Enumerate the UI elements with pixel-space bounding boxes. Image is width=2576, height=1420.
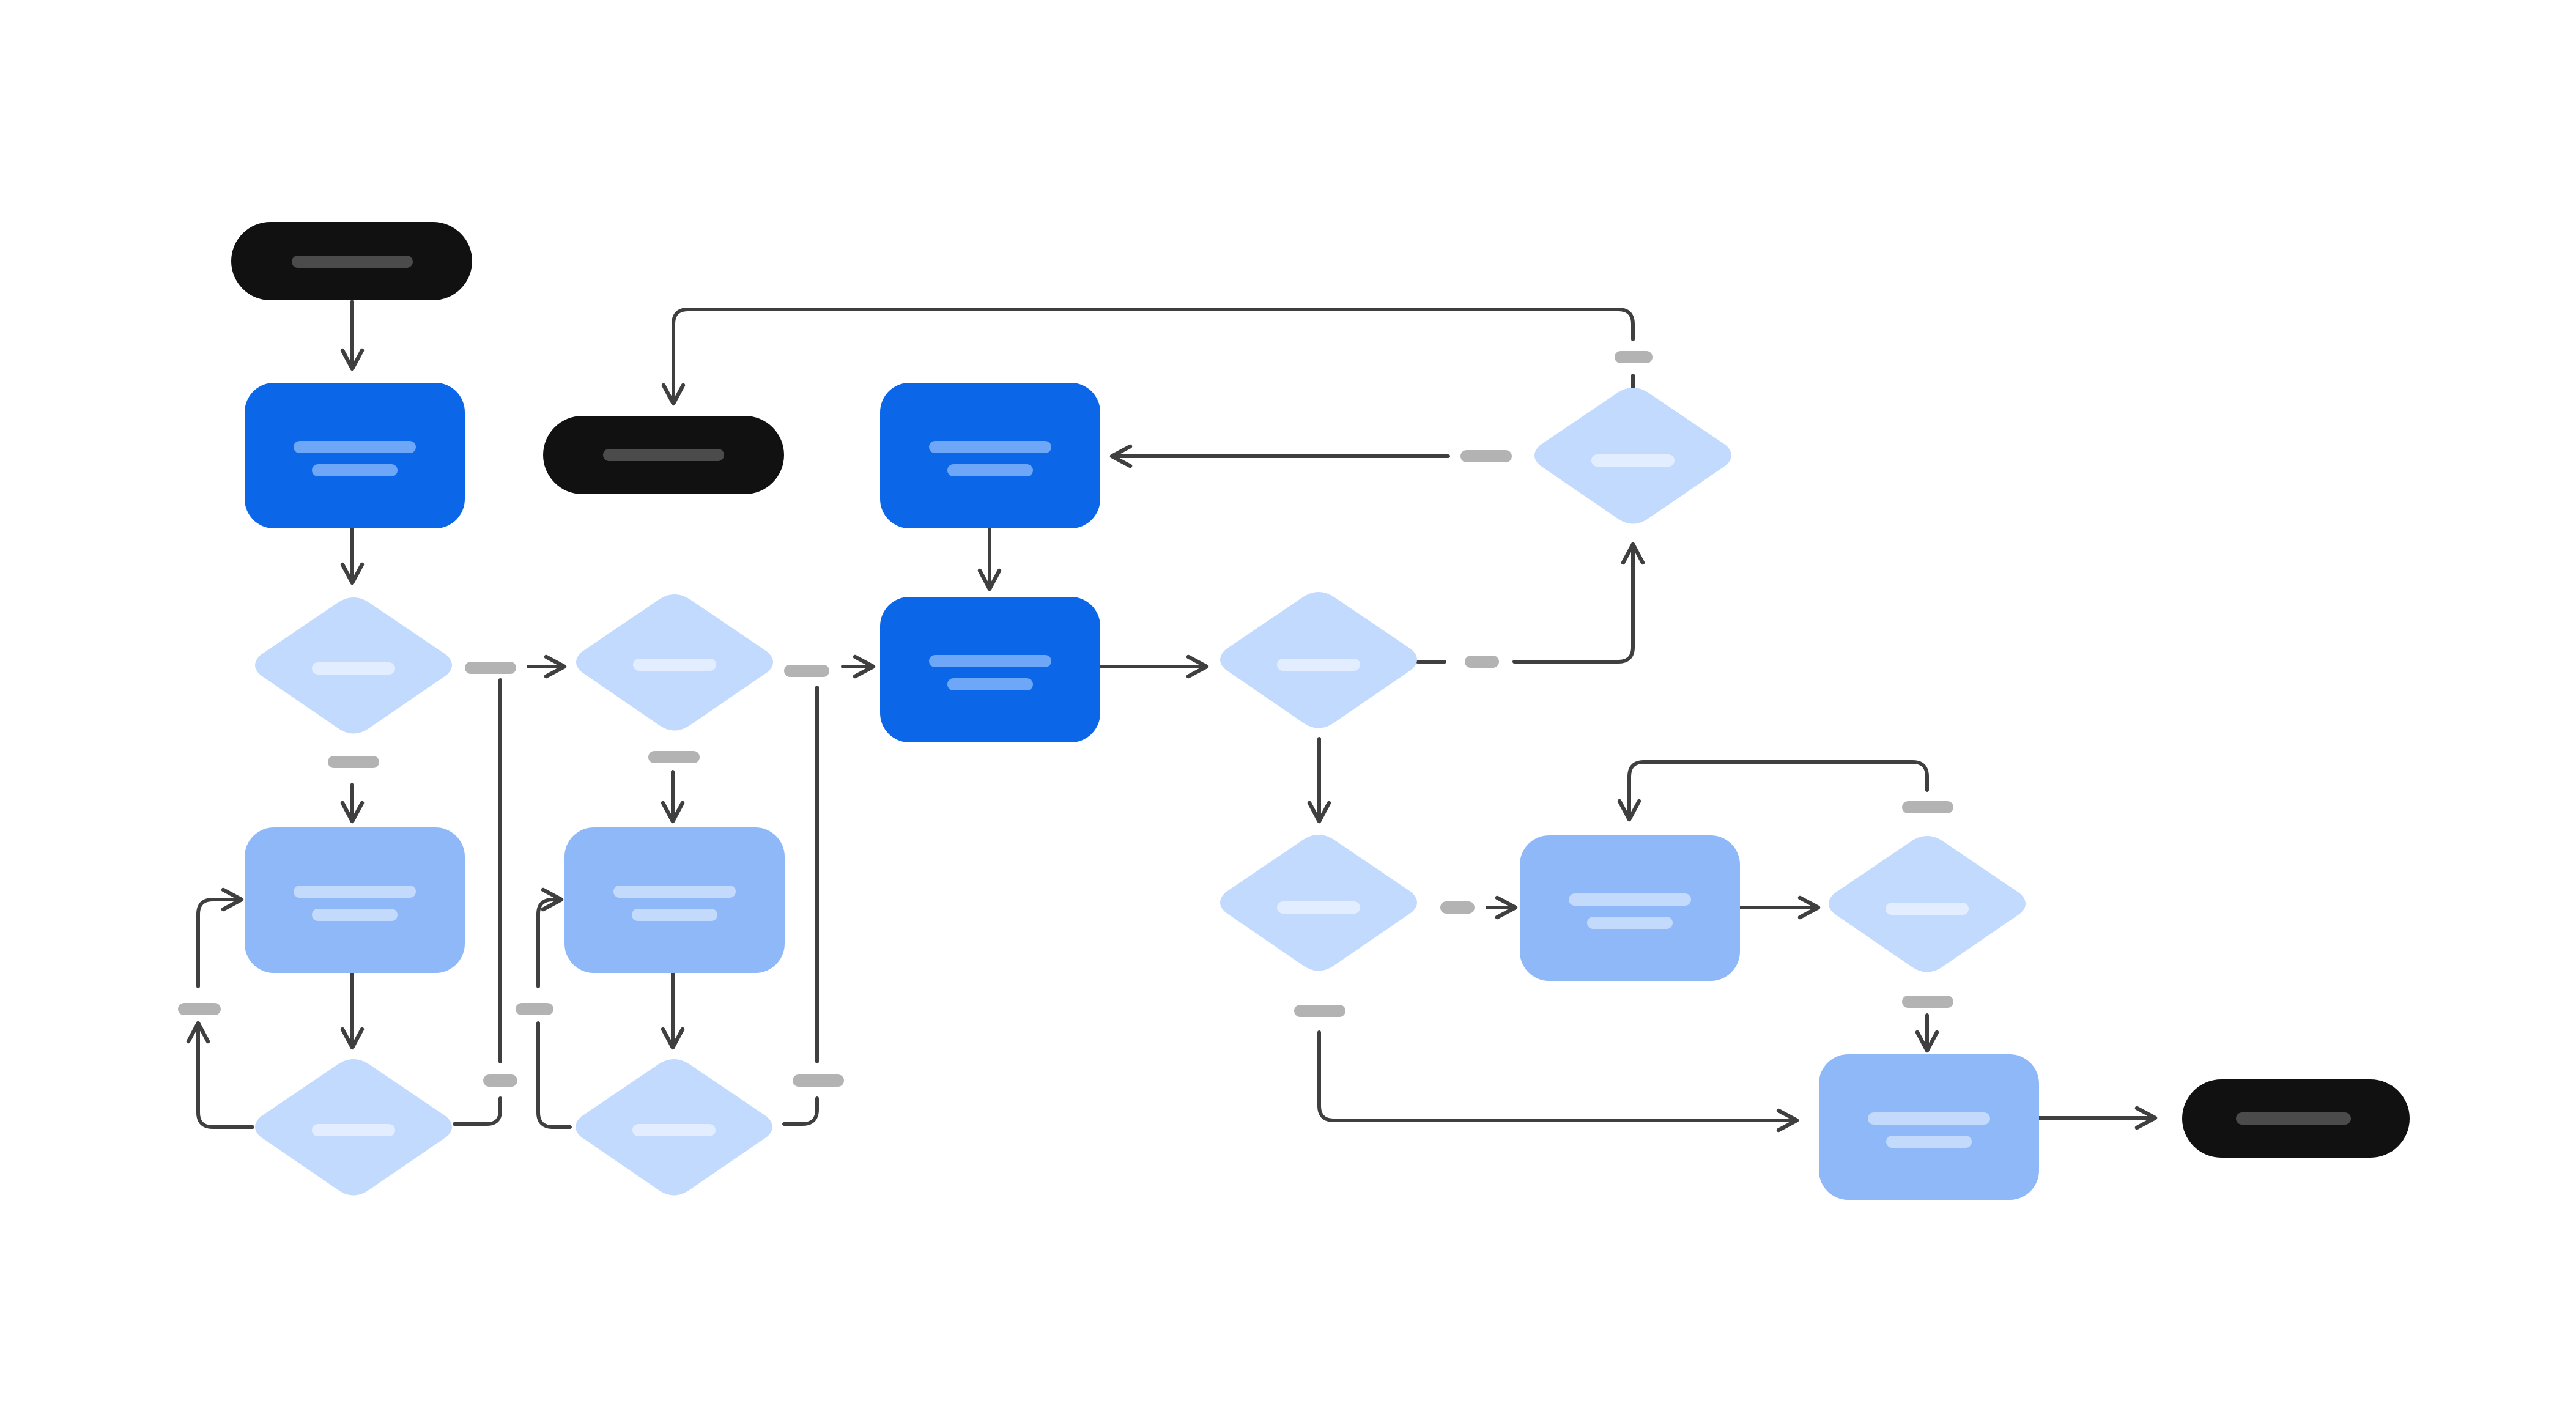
decision-text-placeholder	[632, 1124, 716, 1136]
process-text-placeholder	[613, 886, 736, 898]
connector-label	[483, 1074, 517, 1087]
decision-layer	[255, 388, 2026, 1196]
end-terminal-loop[interactable]	[543, 416, 784, 494]
decision-node[interactable]	[1220, 592, 1417, 728]
end-terminal-final[interactable]	[2182, 1079, 2410, 1158]
process-text-placeholder	[294, 441, 416, 453]
process-layer	[245, 383, 2039, 1200]
connector-label	[793, 1074, 844, 1087]
decision-node[interactable]	[1220, 835, 1417, 971]
process-step-secondary[interactable]	[1819, 1054, 2039, 1200]
connector-label	[516, 1003, 553, 1015]
connector-label	[465, 662, 516, 674]
connector-label	[1615, 351, 1653, 363]
terminal-text-placeholder	[603, 449, 724, 461]
process-text-placeholder	[1587, 917, 1673, 929]
connector-label	[328, 756, 379, 768]
process-text-placeholder	[929, 655, 1051, 667]
connector-label	[1294, 1005, 1345, 1017]
process-text-placeholder	[294, 886, 416, 898]
connector	[536, 1021, 572, 1129]
decision-text-placeholder	[1277, 659, 1360, 671]
connector	[661, 308, 1635, 406]
process-text-placeholder	[1868, 1112, 1990, 1125]
process-text-placeholder	[312, 464, 398, 476]
decision-text-placeholder	[633, 659, 716, 671]
connector	[536, 887, 564, 988]
connector-label	[648, 751, 700, 763]
connector-label-layer	[178, 351, 1953, 1087]
process-step-secondary[interactable]	[245, 827, 465, 973]
process-text-placeholder	[929, 441, 1051, 453]
connector	[1627, 760, 1929, 792]
decision-text-placeholder	[1591, 454, 1675, 467]
process-step-primary[interactable]	[880, 383, 1100, 528]
connector-label	[1465, 656, 1499, 668]
decision-text-placeholder	[1886, 903, 1969, 915]
decision-node[interactable]	[576, 1059, 772, 1196]
terminal-text-placeholder	[2236, 1112, 2351, 1125]
connector-label	[1440, 901, 1475, 914]
process-text-placeholder	[947, 678, 1033, 690]
terminal-text-placeholder	[292, 256, 413, 268]
process-text-placeholder	[632, 909, 717, 921]
connector-label	[1902, 801, 1953, 813]
connector	[453, 1096, 502, 1126]
process-text-placeholder	[1569, 893, 1691, 906]
decision-node[interactable]	[1534, 388, 1731, 524]
decision-text-placeholder	[312, 1124, 395, 1136]
process-step-primary[interactable]	[245, 383, 465, 528]
connector-layer	[186, 300, 2158, 1133]
decision-node[interactable]	[255, 597, 452, 734]
process-step-secondary[interactable]	[1520, 835, 1740, 981]
decision-text-placeholder	[1277, 901, 1360, 914]
connector	[782, 1096, 819, 1126]
start-terminal[interactable]	[231, 222, 472, 300]
decision-node[interactable]	[255, 1059, 452, 1196]
terminal-layer	[231, 222, 2410, 1158]
process-text-placeholder	[312, 909, 398, 921]
connector-label	[1460, 450, 1512, 462]
connector	[1317, 1030, 1799, 1133]
connector	[1512, 542, 1645, 664]
connector	[196, 887, 244, 988]
connector	[186, 1021, 254, 1129]
process-step-primary[interactable]	[880, 597, 1100, 742]
process-text-placeholder	[947, 464, 1033, 476]
decision-node[interactable]	[1829, 836, 2026, 972]
connector-label	[178, 1003, 221, 1015]
connector-label	[784, 665, 829, 677]
decision-text-placeholder	[312, 662, 395, 675]
connector-label	[1902, 996, 1953, 1008]
process-text-placeholder	[1886, 1136, 1972, 1148]
decision-node[interactable]	[576, 594, 773, 731]
process-step-secondary[interactable]	[564, 827, 785, 973]
